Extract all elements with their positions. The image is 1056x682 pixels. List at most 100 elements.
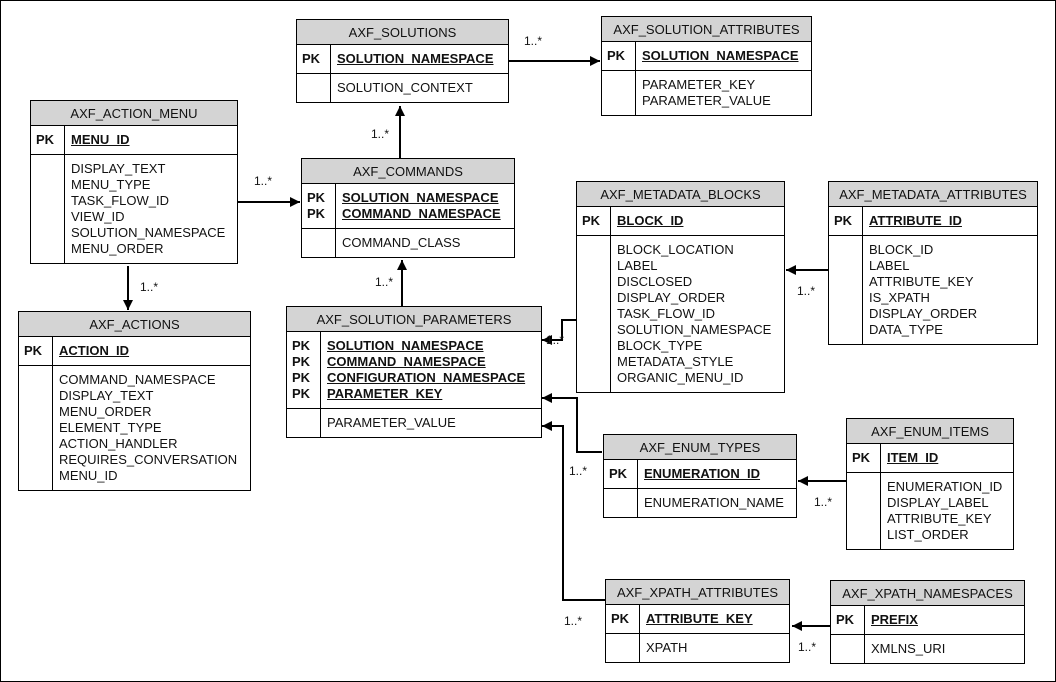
attribute-field: MENU_ORDER	[59, 404, 152, 419]
primary-key-section: PK ITEM_ID	[847, 444, 1013, 473]
attribute-section: BLOCK_LOCATION LABEL DISCLOSED DISPLAY_O…	[577, 236, 784, 392]
attribute-field: SOLUTION_NAMESPACE	[71, 225, 226, 240]
attribute-field: BLOCK_LOCATION	[617, 242, 734, 257]
attribute-section: COMMAND_CLASS	[302, 229, 514, 257]
primary-key-section: PK BLOCK_ID	[577, 207, 784, 236]
pk-label: PK	[302, 51, 321, 66]
multiplicity-label: 1..*	[254, 174, 273, 188]
attribute-field: TASK_FLOW_ID	[617, 306, 716, 321]
table-axf-enum-items: AXF_ENUM_ITEMS PK ITEM_ID ENUMERATION_ID…	[846, 418, 1014, 550]
multiplicity-label: 1..*	[569, 464, 588, 478]
table-title: AXF_ENUM_ITEMS	[847, 419, 1013, 444]
attribute-field: ATTRIBUTE_KEY	[869, 274, 974, 289]
pk-field: PARAMETER_KEY	[327, 386, 443, 401]
primary-key-section: PK ATTRIBUTE_KEY	[606, 605, 789, 634]
pk-label: PK	[609, 466, 628, 481]
pk-label: PK	[607, 48, 626, 63]
table-axf-enum-types: AXF_ENUM_TYPES PK ENUMERATION_ID ENUMERA…	[603, 434, 797, 518]
attribute-field: MENU_ORDER	[71, 241, 164, 256]
attribute-field: SOLUTION_NAMESPACE	[617, 322, 772, 337]
table-title: AXF_COMMANDS	[302, 159, 514, 184]
attribute-field: ATTRIBUTE_KEY	[887, 511, 992, 526]
pk-field: ITEM_ID	[887, 450, 939, 465]
attribute-field: VIEW_ID	[71, 209, 125, 224]
table-title: AXF_ENUM_TYPES	[604, 435, 796, 460]
attribute-field: BLOCK_TYPE	[617, 338, 703, 353]
pk-label: PK	[834, 213, 853, 228]
multiplicity-label: 1..*	[371, 127, 390, 141]
pk-field: ENUMERATION_ID	[644, 466, 761, 481]
table-title: AXF_XPATH_NAMESPACES	[831, 581, 1024, 606]
table-axf-commands: AXF_COMMANDS PK PK SOLUTION_NAMESPACE CO…	[301, 158, 515, 258]
attribute-section: ENUMERATION_NAME	[604, 489, 796, 517]
attribute-field: PARAMETER_VALUE	[642, 93, 771, 108]
pk-field: BLOCK_ID	[617, 213, 684, 228]
pk-field: ATTRIBUTE_ID	[869, 213, 962, 228]
table-title: AXF_SOLUTION_PARAMETERS	[287, 307, 541, 332]
pk-field: ACTION_ID	[59, 343, 130, 358]
pk-field: SOLUTION_NAMESPACE	[327, 338, 484, 353]
table-title: AXF_METADATA_ATTRIBUTES	[829, 182, 1037, 207]
table-title: AXF_SOLUTION_ATTRIBUTES	[602, 17, 811, 42]
attribute-section: PARAMETER_VALUE	[287, 409, 541, 437]
pk-label: PK	[307, 190, 326, 205]
multiplicity-label: 1..*	[375, 275, 394, 289]
attribute-field: PARAMETER_VALUE	[327, 415, 456, 430]
pk-label: PK	[836, 612, 855, 627]
primary-key-section: PK PK SOLUTION_NAMESPACE COMMAND_NAMESPA…	[302, 184, 514, 229]
pk-field: PREFIX	[871, 612, 918, 627]
attribute-field: XPATH	[646, 640, 688, 655]
multiplicity-label: 1..*	[797, 284, 816, 298]
attribute-section: SOLUTION_CONTEXT	[297, 74, 508, 102]
primary-key-section: PK SOLUTION_NAMESPACE	[297, 45, 508, 74]
pk-field: SOLUTION_NAMESPACE	[337, 51, 494, 66]
table-axf-xpath-namespaces: AXF_XPATH_NAMESPACES PK PREFIX XMLNS_URI	[830, 580, 1025, 664]
table-axf-xpath-attributes: AXF_XPATH_ATTRIBUTES PK ATTRIBUTE_KEY XP…	[605, 579, 790, 663]
primary-key-section: PK ACTION_ID	[19, 337, 250, 366]
attribute-field: TASK_FLOW_ID	[71, 193, 170, 208]
attribute-field: REQUIRES_CONVERSATION	[59, 452, 238, 467]
multiplicity-label: 1..*	[140, 280, 159, 294]
pk-label: PK	[292, 370, 311, 385]
attribute-field: METADATA_STYLE	[617, 354, 734, 369]
multiplicity-label: 1..*	[564, 614, 583, 628]
table-title: AXF_SOLUTIONS	[297, 20, 508, 45]
multiplicity-label: 1..*	[798, 640, 817, 654]
pk-field: SOLUTION_NAMESPACE	[642, 48, 799, 63]
attribute-field: DISPLAY_TEXT	[71, 161, 166, 176]
pk-field: ATTRIBUTE_KEY	[646, 611, 753, 626]
attribute-field: COMMAND_NAMESPACE	[59, 372, 216, 387]
attribute-field: ELEMENT_TYPE	[59, 420, 162, 435]
attribute-field: DATA_TYPE	[869, 322, 943, 337]
attribute-field: MENU_TYPE	[71, 177, 151, 192]
attribute-field: ENUMERATION_ID	[887, 479, 1003, 494]
multiplicity-label: 1..*	[814, 495, 833, 509]
attribute-field: MENU_ID	[59, 468, 118, 483]
table-title: AXF_ACTIONS	[19, 312, 250, 337]
attribute-field: DISPLAY_LABEL	[887, 495, 989, 510]
pk-label: PK	[24, 343, 43, 358]
primary-key-section: PK ENUMERATION_ID	[604, 460, 796, 489]
attribute-section: XMLNS_URI	[831, 635, 1024, 663]
table-axf-solution-attributes: AXF_SOLUTION_ATTRIBUTES PK SOLUTION_NAME…	[601, 16, 812, 116]
pk-label: PK	[852, 450, 871, 465]
attribute-section: PARAMETER_KEY PARAMETER_VALUE	[602, 71, 811, 115]
attribute-field: IS_XPATH	[869, 290, 930, 305]
primary-key-section: PK SOLUTION_NAMESPACE	[602, 42, 811, 71]
pk-label: PK	[292, 386, 311, 401]
table-title: AXF_XPATH_ATTRIBUTES	[606, 580, 789, 605]
attribute-section: COMMAND_NAMESPACE DISPLAY_TEXT MENU_ORDE…	[19, 366, 250, 490]
table-axf-actions: AXF_ACTIONS PK ACTION_ID COMMAND_NAMESPA…	[18, 311, 251, 491]
attribute-field: ENUMERATION_NAME	[644, 495, 784, 510]
attribute-section: BLOCK_ID LABEL ATTRIBUTE_KEY IS_XPATH DI…	[829, 236, 1037, 344]
primary-key-section: PK MENU_ID	[31, 126, 237, 155]
table-axf-solution-parameters: AXF_SOLUTION_PARAMETERS PK PK PK PK SOLU…	[286, 306, 542, 438]
pk-label: PK	[307, 206, 326, 221]
table-title: AXF_ACTION_MENU	[31, 101, 237, 126]
attribute-field: XMLNS_URI	[871, 641, 946, 656]
attribute-field: COMMAND_CLASS	[342, 235, 461, 250]
attribute-field: ACTION_HANDLER	[59, 436, 178, 451]
primary-key-section: PK PK PK PK SOLUTION_NAMESPACE COMMAND_N…	[287, 332, 541, 409]
table-axf-solutions: AXF_SOLUTIONS PK SOLUTION_NAMESPACE SOLU…	[296, 19, 509, 103]
primary-key-section: PK ATTRIBUTE_ID	[829, 207, 1037, 236]
